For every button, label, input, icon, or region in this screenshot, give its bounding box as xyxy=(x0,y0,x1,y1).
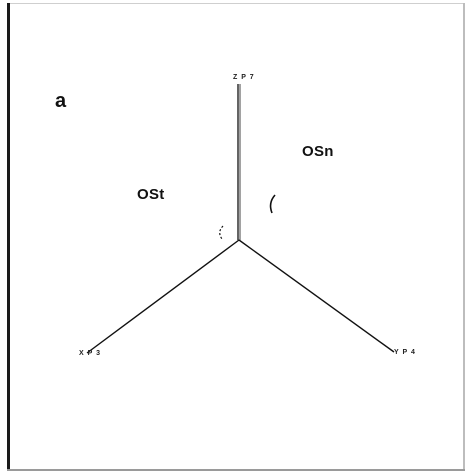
right-angle-arc xyxy=(269,194,276,214)
y-axis-line xyxy=(238,239,395,353)
z-axis-label: Z P 7 xyxy=(233,74,255,81)
frame-bottom-border xyxy=(7,469,465,471)
panel-label: a xyxy=(55,90,67,112)
frame-left-border xyxy=(7,3,10,471)
left-angle-arc xyxy=(219,225,224,240)
frame-top-border xyxy=(7,3,465,4)
x-axis-line xyxy=(86,239,240,354)
frame-right-border xyxy=(463,3,465,471)
y-axis-label: Y P 4 xyxy=(394,349,416,356)
x-axis-label: X P 3 xyxy=(79,350,101,357)
region-label-left: OSt xyxy=(137,186,165,203)
region-label-right: OSn xyxy=(302,143,334,160)
